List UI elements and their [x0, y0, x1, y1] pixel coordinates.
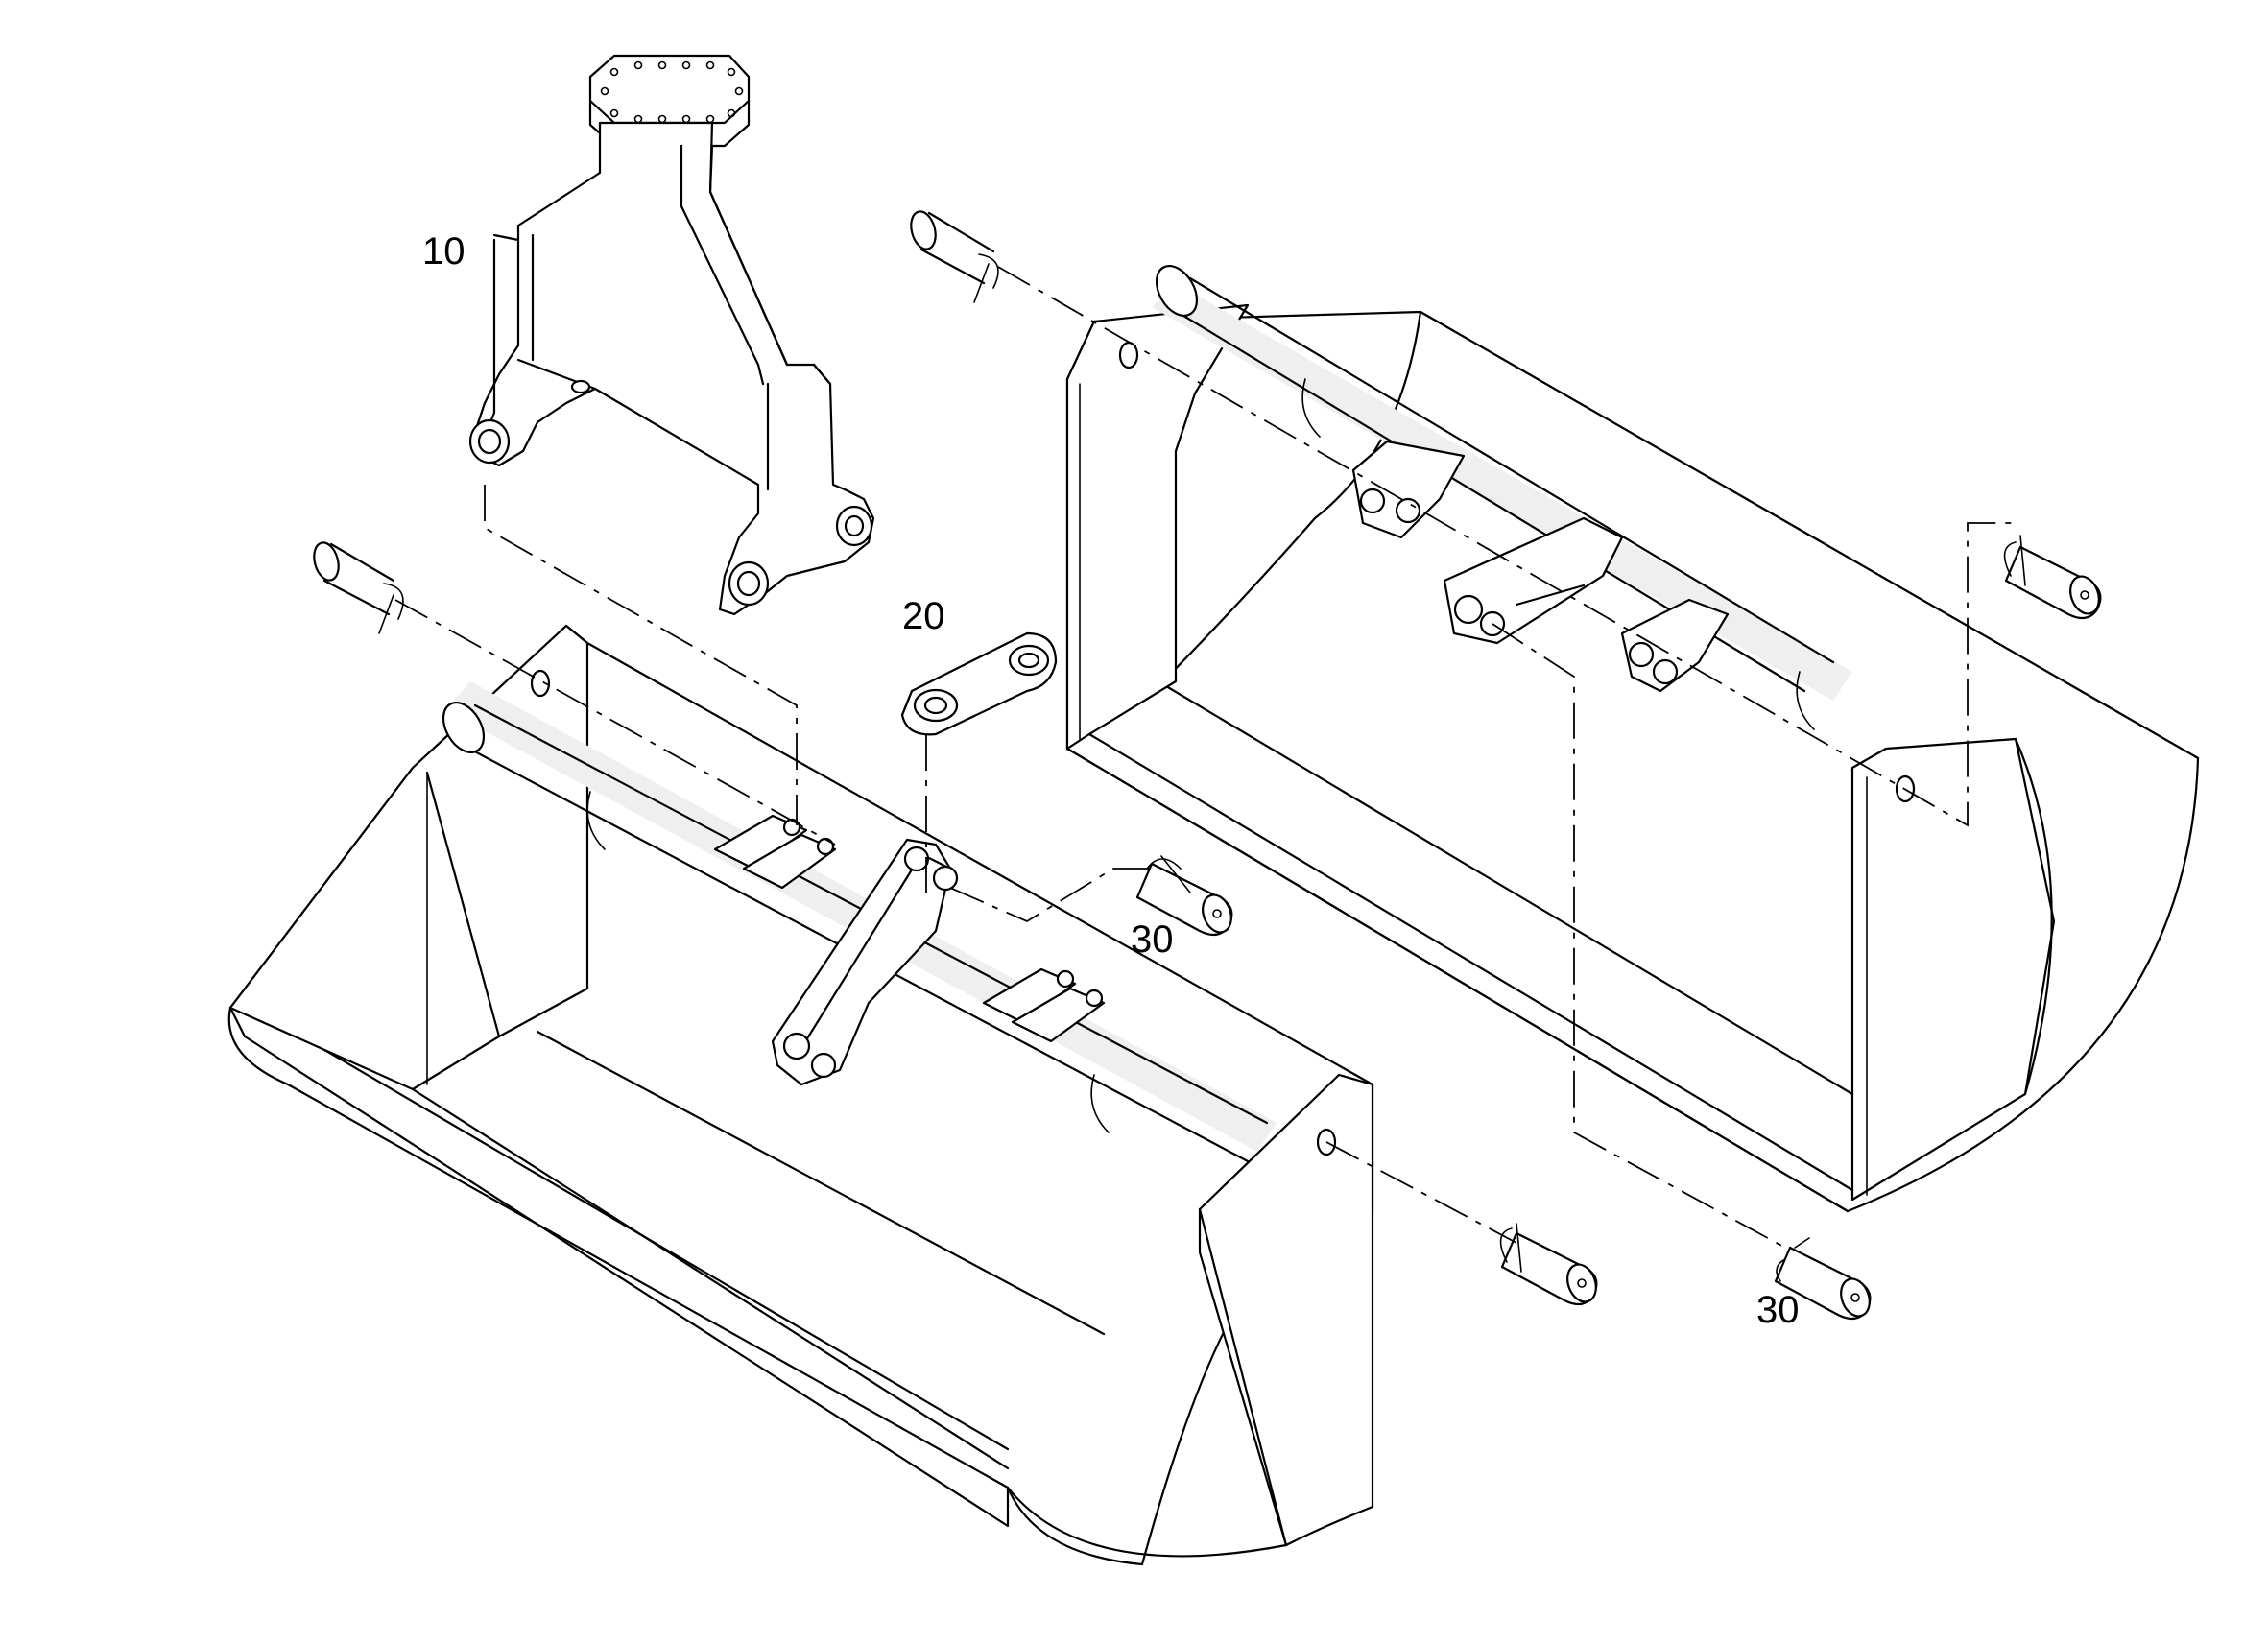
pin-mid-left	[313, 541, 404, 634]
pin-top-right	[910, 210, 999, 303]
callout-part-20: 20	[902, 595, 945, 637]
callout-part-30-center: 30	[1131, 918, 1174, 961]
left-bucket	[227, 624, 1374, 1566]
pin-right-end	[2003, 535, 2102, 620]
assembly-lines	[394, 266, 2016, 1249]
right-bucket	[1065, 265, 2200, 1213]
link-part-20	[900, 631, 1058, 736]
callout-part-10: 10	[422, 230, 466, 273]
pin-bottom-middle	[1499, 1223, 1598, 1306]
pin-center-30	[1135, 855, 1233, 937]
callouts: 10 20 30 30	[422, 230, 1800, 1331]
callout-part-30-bottom-right: 30	[1756, 1289, 1800, 1331]
pin-bottom-right-30	[1774, 1237, 1872, 1321]
mounting-frame-part-10	[468, 54, 875, 616]
